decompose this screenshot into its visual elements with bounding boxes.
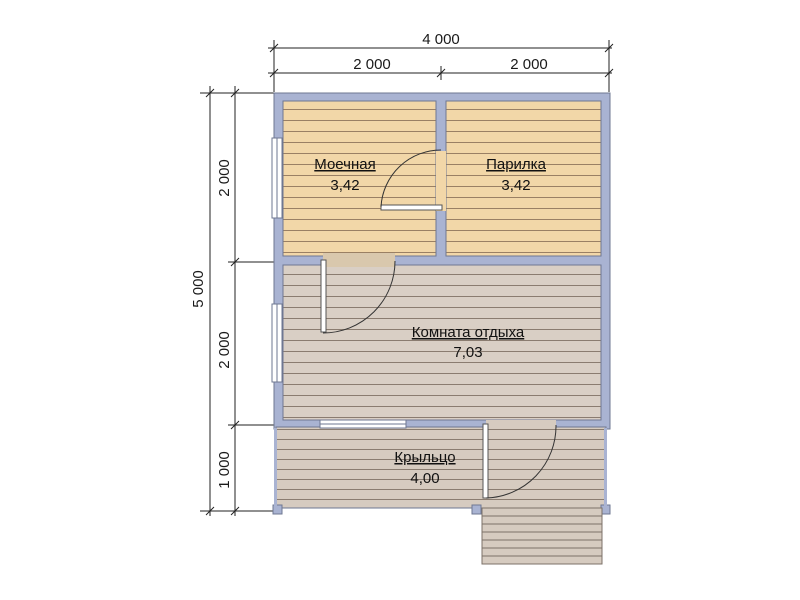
dim-total-width: 4 000 [422, 31, 460, 48]
steam-room-name: Парилка [486, 156, 546, 173]
porch-rail-right [604, 428, 607, 508]
doorway-washroom-rest [323, 253, 395, 267]
dim-middle-height: 2 000 [216, 331, 233, 369]
rest-room-floor [282, 264, 602, 421]
porch-steps [481, 507, 603, 565]
washroom-name: Моечная [314, 156, 375, 173]
porch-post-left [272, 504, 283, 515]
door-rest-room [320, 259, 396, 334]
dimension-lines-top [268, 40, 614, 92]
dim-right-width: 2 000 [510, 56, 548, 73]
rest-room-area: 7,03 [453, 344, 482, 361]
dim-top-height: 2 000 [216, 159, 233, 197]
door-porch [482, 420, 557, 499]
window-washroom [271, 137, 283, 219]
porch-post-mid [471, 504, 482, 515]
porch-name: Крыльцо [394, 449, 455, 466]
steam-room-area: 3,42 [501, 177, 530, 194]
porch-floor [275, 426, 607, 509]
door-steam-room [380, 149, 446, 211]
dimension-lines-left [200, 86, 276, 516]
rest-room-name: Комната отдыха [412, 324, 525, 341]
window-rest-room-bottom [319, 419, 407, 429]
window-rest-room [271, 303, 283, 383]
washroom-area: 3,42 [330, 177, 359, 194]
steam-room-floor [445, 100, 602, 257]
porch-area: 4,00 [410, 470, 439, 487]
dim-left-width: 2 000 [353, 56, 391, 73]
porch-rail-left [274, 428, 277, 508]
dim-bottom-height: 1 000 [216, 451, 233, 489]
dim-total-height: 5 000 [190, 270, 207, 308]
